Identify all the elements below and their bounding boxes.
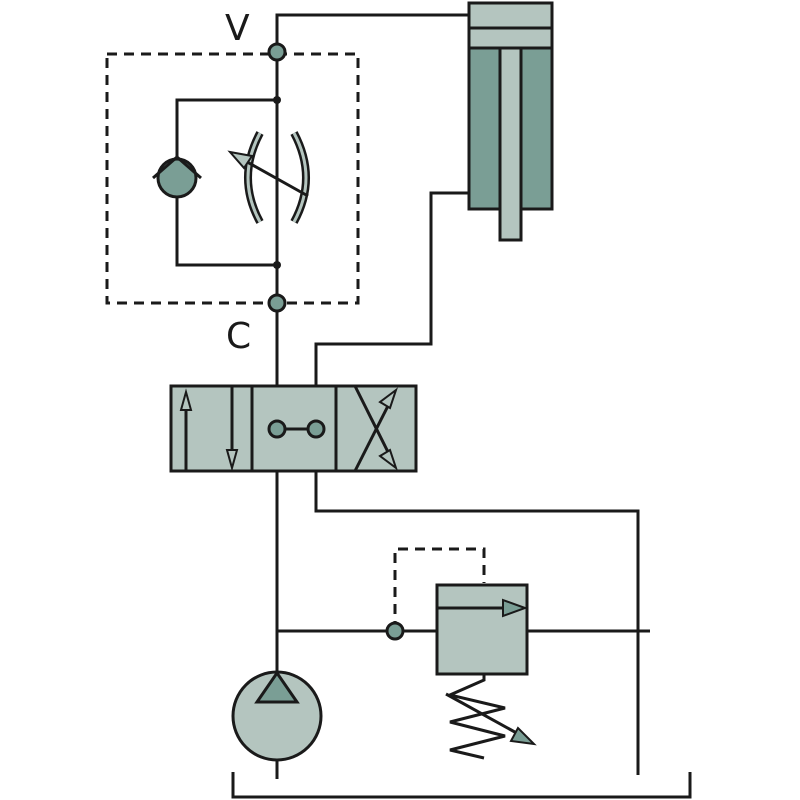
pipe-v-to-cylinder: [275, 13, 469, 52]
relief-adjust-arrow-shaft: [445, 692, 523, 738]
valve-right-cross-2-head: [378, 387, 398, 410]
relief-valve-spring: [445, 674, 506, 760]
check-valve-seat: [152, 155, 202, 180]
pipelines: [175, 13, 650, 779]
valve-center-port-t: [306, 419, 326, 439]
pump-direction-arrow: [254, 670, 300, 704]
relief-adjust-arrowhead: [509, 726, 537, 746]
throttle-left-curve-fill: [246, 132, 262, 223]
valve-right-cross-1: [353, 385, 395, 463]
junction-dot-bottom: [273, 261, 281, 269]
valve-left-arrow-down-head: [225, 449, 239, 472]
junction-dot-top: [273, 96, 281, 104]
port-c-label: C: [226, 316, 251, 357]
pipe-cylinder-rod-to-valve: [314, 191, 469, 386]
port-v-connector: [267, 42, 287, 62]
cylinder-piston: [467, 26, 554, 50]
throttle-right-curve-fill: [292, 132, 308, 223]
throttle-adjust-arrowhead: [227, 150, 254, 170]
flow-control-valve: [152, 96, 310, 269]
hydraulic-cylinder: [467, 1, 554, 242]
port-c-connector: [267, 293, 287, 313]
relief-valve-body: [435, 583, 529, 676]
check-valve-ball: [156, 157, 198, 199]
port-v-label: V: [225, 8, 250, 49]
cylinder-rod: [498, 46, 523, 242]
cylinder-cap: [467, 1, 554, 30]
valve-right-cross-1-head: [378, 448, 398, 471]
pressure-relief-valve: [385, 583, 537, 760]
flow-control-envelope: [105, 52, 360, 305]
directional-valve: [169, 384, 418, 473]
pipe-valve-to-tank: [314, 471, 640, 775]
throttle-adjust-arrow-shaft: [239, 156, 309, 198]
valve-left-arrow-up-head: [179, 388, 193, 411]
relief-pilot-connector: [385, 621, 405, 641]
valve-right-cross-2: [353, 395, 395, 472]
tank: [231, 772, 692, 799]
valve-center-port-p: [267, 419, 287, 439]
hydraulic-pump: [231, 670, 323, 762]
relief-pilot-line: [393, 547, 486, 631]
relief-valve-flow-arrowhead: [502, 598, 528, 618]
